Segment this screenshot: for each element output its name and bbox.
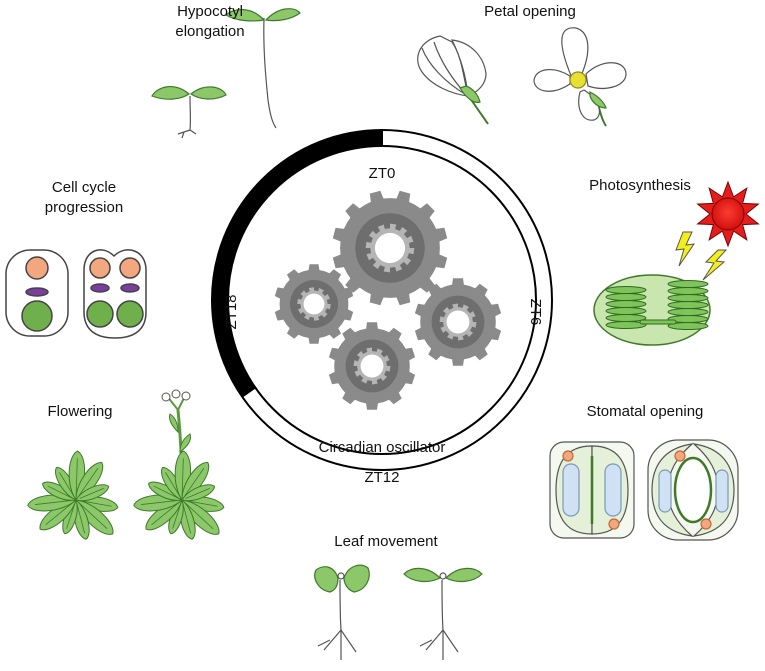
thylakoid-stacks bbox=[605, 280, 709, 330]
stomatal-opening-label: Stomatal opening bbox=[586, 403, 704, 420]
gear-left-icon bbox=[274, 264, 354, 344]
petal-opening-label: Petal opening bbox=[484, 3, 576, 20]
gear-cluster bbox=[274, 190, 502, 410]
cell-cycle-illustration bbox=[5, 249, 147, 339]
photosynthesis-illustration bbox=[593, 180, 760, 346]
lightning-bolt-icon bbox=[675, 231, 696, 267]
photosynthesis-label: Photosynthesis bbox=[589, 177, 691, 194]
hypocotyl-label: Hypocotyl elongation bbox=[150, 2, 270, 42]
zt18-label: ZT18 bbox=[223, 294, 240, 329]
flowering-plant-icon bbox=[133, 389, 225, 540]
flowering-illustration bbox=[27, 389, 225, 540]
zt6-label: ZT6 bbox=[527, 299, 544, 326]
cell-cycle-label-line2: progression bbox=[44, 199, 124, 216]
leaf-movement-label: Leaf movement bbox=[334, 533, 438, 550]
gear-right-icon bbox=[414, 278, 502, 366]
cell-cycle-label-line1: Cell cycle bbox=[51, 179, 117, 196]
zt0-label: ZT0 bbox=[369, 165, 396, 182]
gear-large-icon bbox=[332, 190, 448, 306]
hypocotyl-seedlings-illustration bbox=[151, 8, 301, 139]
gear-bottom-icon bbox=[328, 322, 416, 410]
leaf-movement-illustration bbox=[314, 564, 483, 660]
hypocotyl-label-line2: elongation bbox=[175, 23, 245, 40]
stomata-illustration bbox=[549, 439, 739, 541]
night-phase-band bbox=[212, 130, 382, 398]
hypocotyl-label-line1: Hypocotyl bbox=[177, 3, 243, 20]
petal-opening-illustration bbox=[417, 27, 627, 127]
oscillator-title: Circadian oscillator bbox=[319, 439, 446, 456]
sun-icon bbox=[696, 180, 760, 248]
zt12-label: ZT12 bbox=[364, 469, 399, 486]
lightning-bolt-icon bbox=[702, 249, 728, 281]
flowering-label: Flowering bbox=[47, 403, 113, 420]
cell-cycle-label: Cell cycle progression bbox=[24, 178, 144, 218]
rosette-plant-icon bbox=[27, 450, 119, 540]
